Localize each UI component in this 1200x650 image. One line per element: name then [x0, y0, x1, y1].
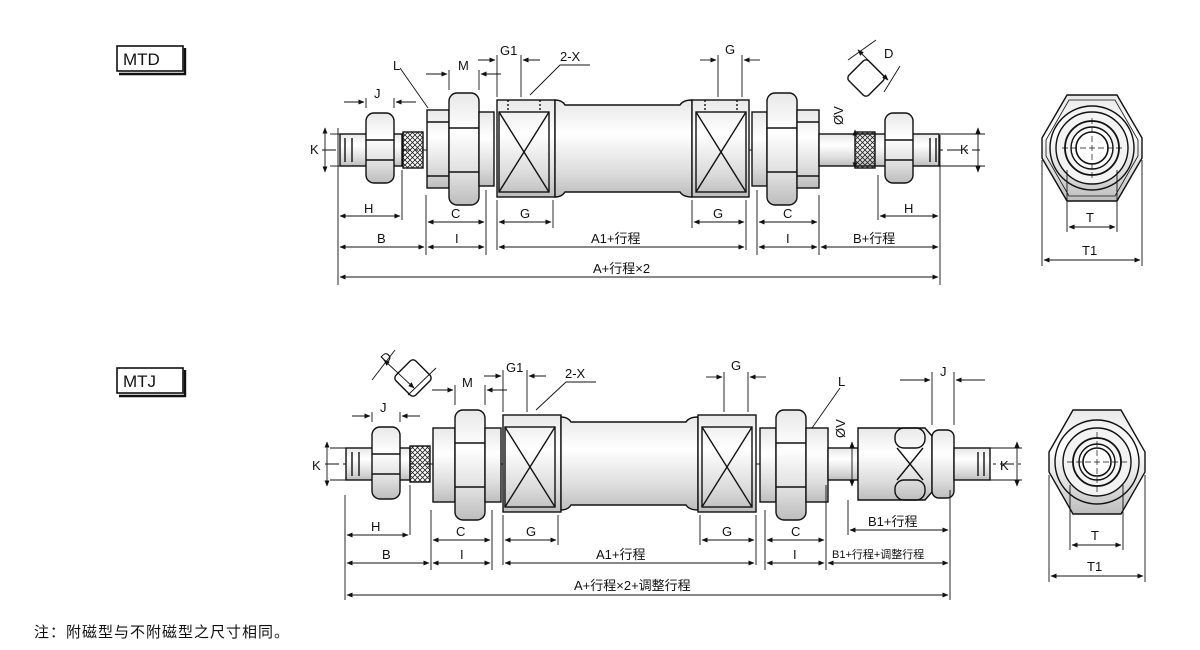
mtd-label-G1: G1: [500, 43, 517, 58]
mtd-label-J: J: [374, 86, 381, 101]
mtj-label-2X: 2-X: [565, 366, 586, 381]
mtj-label-M: M: [462, 375, 473, 390]
mtj-label-B1-adj: B1+行程+调整行程: [832, 547, 924, 561]
mtj-label-J-left: J: [380, 400, 387, 415]
footnote: 注：附磁型与不附磁型之尺寸相同。: [34, 623, 291, 641]
mtj-drawing: [116, 349, 1146, 600]
mtj-label-I-left: I: [460, 547, 464, 562]
mtd-label-A1: A1+行程: [591, 231, 641, 246]
mtj-label-T: T: [1091, 528, 1099, 543]
mtd-label-OV: ØV: [831, 106, 846, 125]
mtj-label-B: B: [382, 547, 391, 562]
mtd-label-H-right: H: [904, 201, 913, 216]
mtd-label-B: B: [377, 231, 386, 246]
mtj-label-C-right: C: [791, 524, 800, 539]
mtd-label-K-left: K: [310, 142, 319, 157]
mtj-label-I-right: I: [793, 547, 797, 562]
mtd-label-K-right: K: [960, 142, 969, 157]
mtd-labels: MTD L M G1 2-X G D J K K ØV H C G G C H …: [123, 42, 1097, 276]
mtj-label-G-br: G: [722, 524, 732, 539]
mtd-label-L: L: [393, 58, 400, 73]
mtd-drawing: [116, 39, 1143, 285]
mtd-label-B-stroke: B+行程: [853, 231, 895, 246]
mtd-label-M: M: [458, 58, 469, 73]
mtj-label-D: D: [378, 349, 395, 366]
mtj-label-T1: T1: [1087, 559, 1102, 574]
mtd-label-2X: 2-X: [560, 49, 581, 64]
mtj-label-K-right: K: [1000, 458, 1009, 473]
mtd-label-G-top: G: [725, 42, 735, 57]
mtd-label-H-left: H: [364, 201, 373, 216]
mtj-label-G1: G1: [506, 360, 523, 375]
mtd-label-G-bl: G: [520, 206, 530, 221]
mtj-label-A1: A1+行程: [596, 547, 646, 562]
mtj-label-G-top: G: [731, 358, 741, 373]
mtd-label-A-total: A+行程×2: [593, 261, 650, 276]
mtj-label-A-total: A+行程×2+调整行程: [574, 578, 691, 593]
mtd-label-I-right: I: [786, 231, 790, 246]
mtj-label-C-left: C: [456, 524, 465, 539]
mtd-label-G-br: G: [713, 206, 723, 221]
mtj-label-B1: B1+行程: [868, 514, 918, 529]
mtj-label-L: L: [838, 374, 845, 389]
mtj-label-J-right: J: [940, 364, 947, 379]
mtd-label-T1: T1: [1082, 243, 1097, 258]
mtd-label-C-right: C: [783, 206, 792, 221]
mtd-label-I-left: I: [455, 231, 459, 246]
mtj-label-OV: ØV: [833, 419, 848, 438]
mtj-labels: MTJ D G1 2-X G M L J J K K ØV H C G G C …: [123, 349, 1102, 593]
mtj-label-G-bl: G: [526, 524, 536, 539]
mtj-tag: MTJ: [123, 372, 156, 391]
mtd-label-D: D: [884, 46, 893, 61]
mtj-label-H: H: [371, 519, 380, 534]
mtd-tag: MTD: [123, 50, 160, 69]
mtj-label-K-left: K: [312, 458, 321, 473]
mtd-label-C-left: C: [451, 206, 460, 221]
mtd-label-T: T: [1086, 210, 1094, 225]
